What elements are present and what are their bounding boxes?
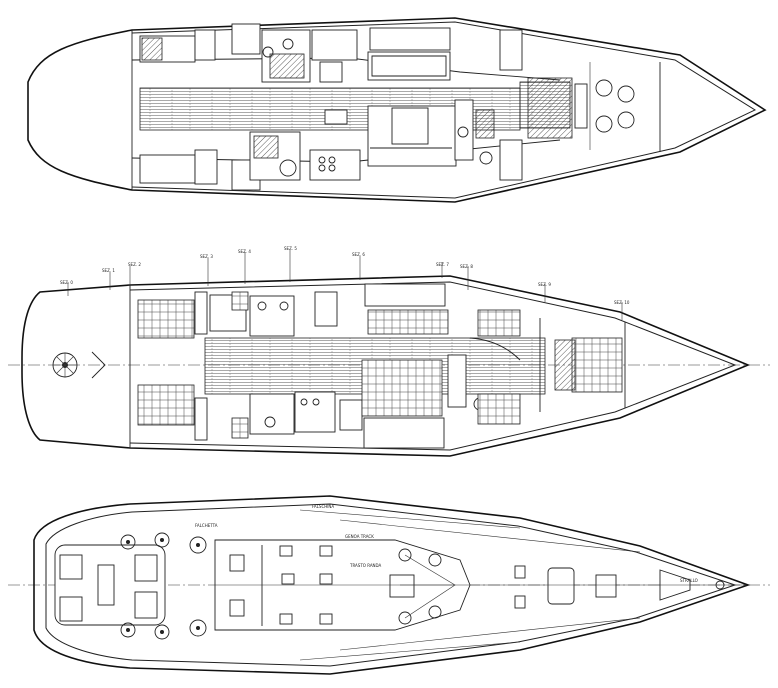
- station-markers: SEZ. 0 SEZ. 1 SEZ. 2 SEZ. 3 SEZ. 4 SEZ. …: [60, 246, 630, 320]
- deck-outline: [33, 495, 751, 675]
- hull-inner: [129, 281, 737, 451]
- toe-rail: [45, 503, 737, 667]
- hull-outline: [21, 275, 751, 457]
- svg-text:SEZ. 9: SEZ. 9: [538, 282, 551, 287]
- deck-plan: FALSCHINA TRASTO RANDA GENOA TRACK STRAL…: [8, 495, 770, 675]
- svg-text:FALCHETTA: FALCHETTA: [195, 523, 218, 528]
- svg-text:TRASTO RANDA: TRASTO RANDA: [349, 563, 382, 568]
- svg-text:GENOA TRACK: GENOA TRACK: [345, 534, 374, 539]
- hull-outline: [27, 17, 767, 203]
- accommodation-plan-lower: SEZ. 0 SEZ. 1 SEZ. 2 SEZ. 3 SEZ. 4 SEZ. …: [8, 246, 770, 457]
- svg-text:FALSCHINA: FALSCHINA: [312, 504, 334, 509]
- winches: [120, 532, 207, 640]
- hull-inner: [131, 21, 757, 199]
- svg-text:SEZ. 4: SEZ. 4: [238, 249, 251, 254]
- steering-wheel: [52, 351, 106, 379]
- svg-text:SEZ. 8: SEZ. 8: [460, 264, 473, 269]
- svg-text:SEZ. 5: SEZ. 5: [284, 246, 297, 251]
- svg-text:SEZ. 10: SEZ. 10: [614, 300, 630, 305]
- accommodation-plan-upper: [27, 17, 767, 203]
- svg-text:SEZ. 6: SEZ. 6: [352, 252, 365, 257]
- svg-text:SEZ. 3: SEZ. 3: [200, 254, 213, 259]
- svg-text:SEZ. 2: SEZ. 2: [128, 262, 141, 267]
- svg-text:SEZ. 1: SEZ. 1: [102, 268, 115, 273]
- svg-text:SEZ. 0: SEZ. 0: [60, 280, 73, 285]
- svg-text:SEZ. 7: SEZ. 7: [436, 262, 449, 267]
- svg-text:STRALLO: STRALLO: [680, 578, 698, 583]
